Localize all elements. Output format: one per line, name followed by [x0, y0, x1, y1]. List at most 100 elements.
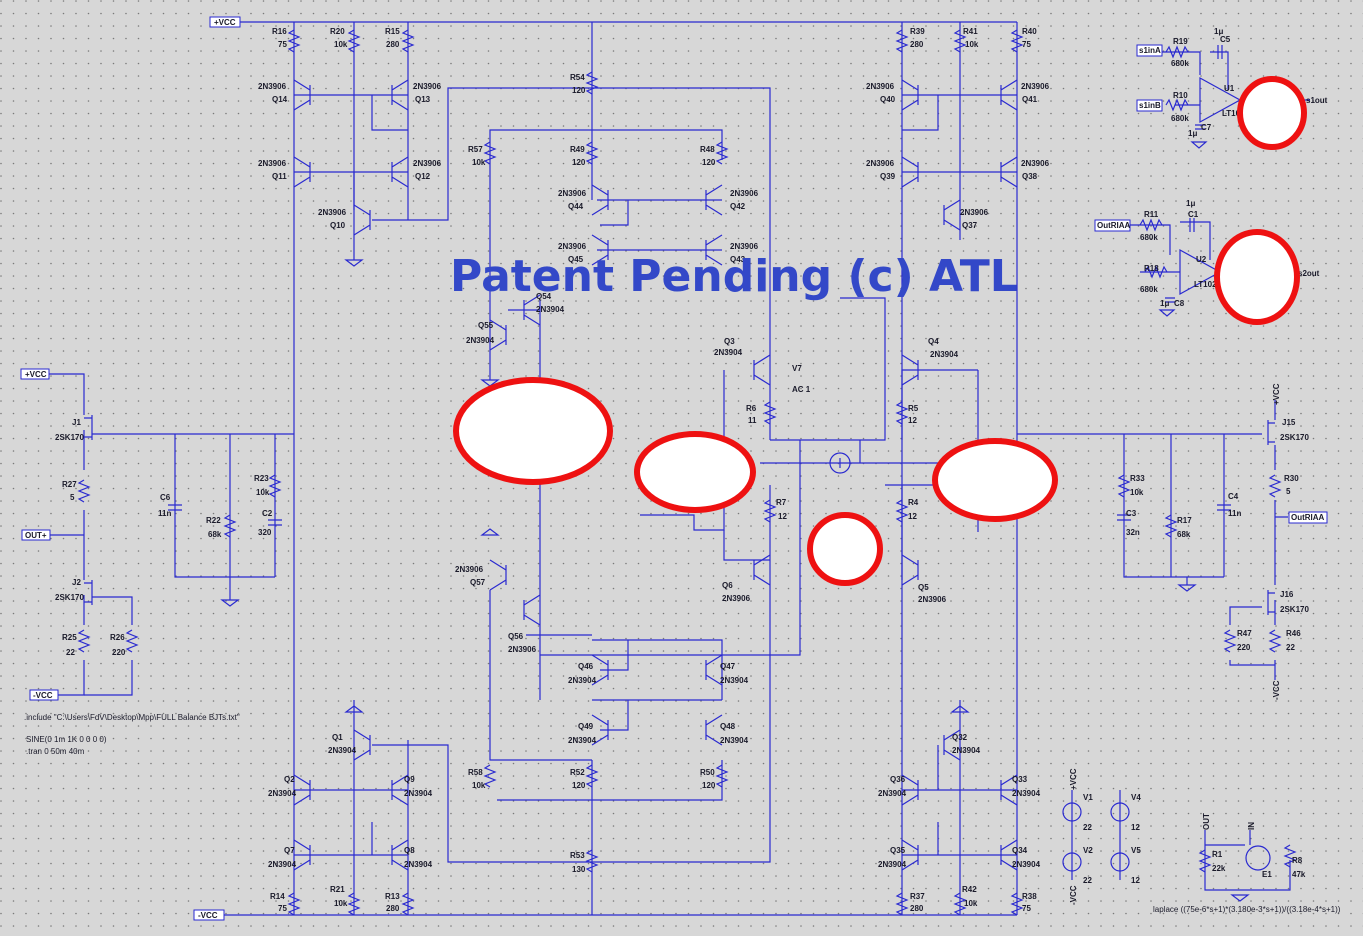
ref-q12: Q12 — [415, 172, 431, 181]
val-r1: 22k — [1212, 864, 1226, 873]
val-q11: 2N3906 — [258, 159, 287, 168]
val-q2: 2N3904 — [268, 789, 297, 798]
val-j16: 2SK170 — [1280, 605, 1309, 614]
ref-r22: R22 — [206, 516, 221, 525]
ref-v5: V5 — [1131, 846, 1141, 855]
val-r8: 47k — [1292, 870, 1306, 879]
net-box-outplus — [21, 529, 51, 541]
redaction-ellipse-1 — [453, 377, 613, 485]
net-box-vcc-top — [209, 16, 241, 28]
ref-q43: Q43 — [730, 255, 746, 264]
ref-r17: R17 — [1177, 516, 1192, 525]
val-r50: 120 — [702, 781, 716, 790]
val-r14: 75 — [278, 904, 287, 913]
ref-q47: Q47 — [720, 662, 736, 671]
val-c3: 32n — [1126, 528, 1140, 537]
ref-q54: Q54 — [536, 292, 552, 301]
val-q8: 2N3904 — [404, 860, 433, 869]
ref-j2: J2 — [72, 578, 81, 587]
val-r7: 12 — [778, 512, 787, 521]
ref-r33: R33 — [1130, 474, 1145, 483]
val-r25: 22 — [66, 648, 75, 657]
ref-r5: R5 — [908, 404, 919, 413]
spice-directives: .include "C:\Users\FdV\Desktop\Mpp\FULL … — [24, 713, 1341, 914]
val-q12: 2N3906 — [413, 159, 442, 168]
redaction-ellipse-4 — [932, 438, 1058, 522]
val-q56: 2N3906 — [508, 645, 537, 654]
val-r10: 680k — [1171, 114, 1189, 123]
ref-c3: C3 — [1126, 509, 1137, 518]
val-q37: 2N3906 — [960, 208, 989, 217]
ref-r42: R42 — [962, 885, 977, 894]
misc-symbols — [20, 16, 1328, 921]
ref-q13: Q13 — [415, 95, 431, 104]
ref-r10: R10 — [1173, 91, 1188, 100]
ref-q41: Q41 — [1022, 95, 1038, 104]
ref-r8: R8 — [1292, 856, 1303, 865]
val-r30: 5 — [1286, 487, 1291, 496]
net-vee-bottom: -VCC — [198, 911, 218, 920]
val-j2: 2SK170 — [55, 593, 84, 602]
net-vee-j16: -VCC — [1272, 680, 1281, 700]
net-box-vcc-bottom — [193, 909, 225, 921]
val-v7: AC 1 — [792, 385, 811, 394]
val-r6: 11 — [748, 416, 757, 425]
val-q4: 2N3904 — [930, 350, 959, 359]
ref-r58: R58 — [468, 768, 483, 777]
val-r17: 68k — [1177, 530, 1191, 539]
ref-r20: R20 — [330, 27, 345, 36]
val-q6: 2N3906 — [722, 594, 751, 603]
ref-r39: R39 — [910, 27, 925, 36]
ref-q42: Q42 — [730, 202, 746, 211]
ref-r48: R48 — [700, 145, 715, 154]
ref-q6: Q6 — [722, 581, 733, 590]
ref-r16: R16 — [272, 27, 287, 36]
net-box-vcc-left — [20, 368, 50, 380]
ref-q9: Q9 — [404, 775, 415, 784]
val-r4: 12 — [908, 512, 917, 521]
val-u2: LT1028 — [1194, 280, 1222, 289]
val-r48: 120 — [702, 158, 716, 167]
ref-q3: Q3 — [724, 337, 735, 346]
net-box-s1inb — [1136, 99, 1163, 112]
val-q14: 2N3906 — [258, 82, 287, 91]
ref-q7: Q7 — [284, 846, 295, 855]
val-v5: 12 — [1131, 876, 1140, 885]
val-q45: 2N3906 — [558, 242, 587, 251]
ref-q46: Q46 — [578, 662, 594, 671]
ref-q8: Q8 — [404, 846, 415, 855]
ref-q40: Q40 — [880, 95, 896, 104]
ref-j1: J1 — [72, 418, 81, 427]
ref-r15: R15 — [385, 27, 400, 36]
ref-q5: Q5 — [918, 583, 929, 592]
val-q46: 2N3904 — [568, 676, 597, 685]
net-labels: +VCC -VCC +VCC OUT+ -VCC s1inA s1inB s1o… — [25, 18, 1328, 920]
val-j1: 2SK170 — [55, 433, 84, 442]
ref-c7: C7 — [1201, 123, 1212, 132]
val-q35: 2N3904 — [878, 860, 907, 869]
ref-q38: Q38 — [1022, 172, 1038, 181]
ref-r25: R25 — [62, 633, 77, 642]
val-r53: 130 — [572, 865, 586, 874]
val-r46: 22 — [1286, 643, 1295, 652]
ref-r27: R27 — [62, 480, 77, 489]
ref-q49: Q49 — [578, 722, 594, 731]
net-outriaa: OutRIAA — [1291, 513, 1325, 522]
transistors — [84, 79, 1275, 871]
val-r5: 12 — [908, 416, 917, 425]
ref-c8: C8 — [1174, 299, 1185, 308]
val-r40: 75 — [1022, 40, 1031, 49]
val-r19: 680k — [1171, 59, 1189, 68]
val-r57: 10k — [472, 158, 486, 167]
val-r13: 280 — [386, 904, 400, 913]
val-q9: 2N3904 — [404, 789, 433, 798]
val-q55: 2N3904 — [466, 336, 495, 345]
ref-r57: R57 — [468, 145, 483, 154]
val-r15: 280 — [386, 40, 400, 49]
watermark-text: Patent Pending (c) ATL — [450, 251, 1018, 302]
net-vcc-j15: +VCC — [1272, 383, 1281, 405]
redaction-marks — [453, 76, 1307, 586]
ref-q39: Q39 — [880, 172, 896, 181]
val-r42: 10k — [964, 899, 978, 908]
val-q39: 2N3906 — [866, 159, 895, 168]
